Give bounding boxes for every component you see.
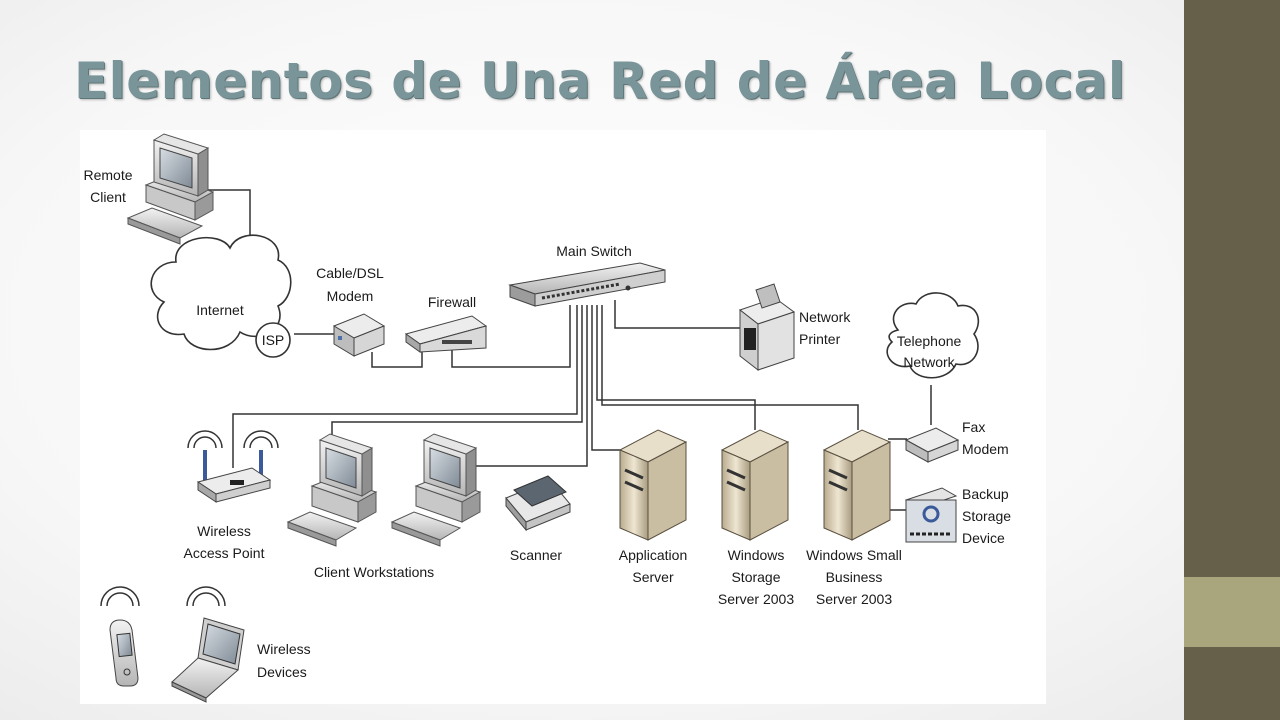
main-switch-label: Main Switch [556,243,631,259]
wireless-access-point-icon [187,430,279,503]
network-printer-label: Network Printer [799,309,851,347]
svg-text:Wireless: Wireless [257,641,311,657]
main-switch-icon [508,262,666,307]
telephone-network-label: Telephone Network [897,333,962,370]
svg-text:Modem: Modem [962,441,1009,457]
svg-text:Storage: Storage [962,508,1011,524]
client-workstation-1-icon [286,433,378,547]
remote-client-label: Remote Client [83,167,132,205]
svg-text:Cable/DSL: Cable/DSL [316,265,384,281]
svg-text:Network: Network [799,309,851,325]
svg-text:Business: Business [826,569,883,585]
lan-diagram: Remote Client Internet ISP Cable/DSL Mod… [80,130,1046,704]
remote-client-icon [126,133,215,245]
internet-label: Internet [196,302,244,318]
firewall-icon [404,315,488,353]
svg-text:Windows: Windows [728,547,785,563]
internet-cloud-icon [150,234,292,358]
windows-sbs-server-label: Windows Small Business Server 2003 [806,547,902,607]
svg-text:Remote: Remote [83,167,132,183]
svg-text:Network: Network [903,354,955,370]
svg-text:Modem: Modem [327,288,374,304]
application-server-icon [618,429,688,541]
scanner-icon [505,475,571,532]
network-cables [200,189,932,511]
svg-text:Access Point: Access Point [184,545,265,561]
firewall-label: Firewall [428,294,476,310]
svg-text:Fax: Fax [962,419,985,435]
svg-text:Server 2003: Server 2003 [718,591,794,607]
fax-modem-label: Fax Modem [962,419,1009,457]
telephone-network-cloud-icon [886,292,980,379]
network-printer-icon [738,283,796,372]
backup-storage-icon [904,487,958,543]
svg-text:Storage: Storage [731,569,780,585]
wireless-devices-label: Wireless Devices [257,641,311,680]
windows-storage-server-icon [720,429,790,541]
backup-storage-label: Backup Storage Device [962,486,1011,546]
svg-text:Backup: Backup [962,486,1009,502]
svg-text:Client: Client [90,189,126,205]
svg-text:Wireless: Wireless [197,523,251,539]
slide-title: Elementos de Una Red de Área Local [74,52,1126,110]
modem-icon [332,313,386,357]
fax-modem-icon [904,427,960,463]
client-workstation-2-icon [390,433,482,547]
svg-text:Windows Small: Windows Small [806,547,902,563]
scanner-label: Scanner [510,547,562,563]
application-server-label: Application Server [619,547,688,585]
isp-label: ISP [262,332,285,348]
svg-text:Server 2003: Server 2003 [816,591,892,607]
windows-storage-server-label: Windows Storage Server 2003 [718,547,794,607]
svg-text:Application: Application [619,547,688,563]
wireless-handheld-icon [100,586,140,687]
svg-text:Devices: Devices [257,664,307,680]
modem-label: Cable/DSL Modem [316,265,384,304]
wireless-access-point-label: Wireless Access Point [184,523,265,561]
sidebar-accent-band [1184,577,1280,647]
svg-text:Printer: Printer [799,331,841,347]
windows-sbs-server-icon [822,429,892,541]
wireless-laptop-icon [171,586,245,703]
svg-text:Telephone: Telephone [897,333,962,349]
svg-text:Server: Server [632,569,674,585]
svg-text:Device: Device [962,530,1005,546]
client-workstations-label: Client Workstations [314,564,434,580]
